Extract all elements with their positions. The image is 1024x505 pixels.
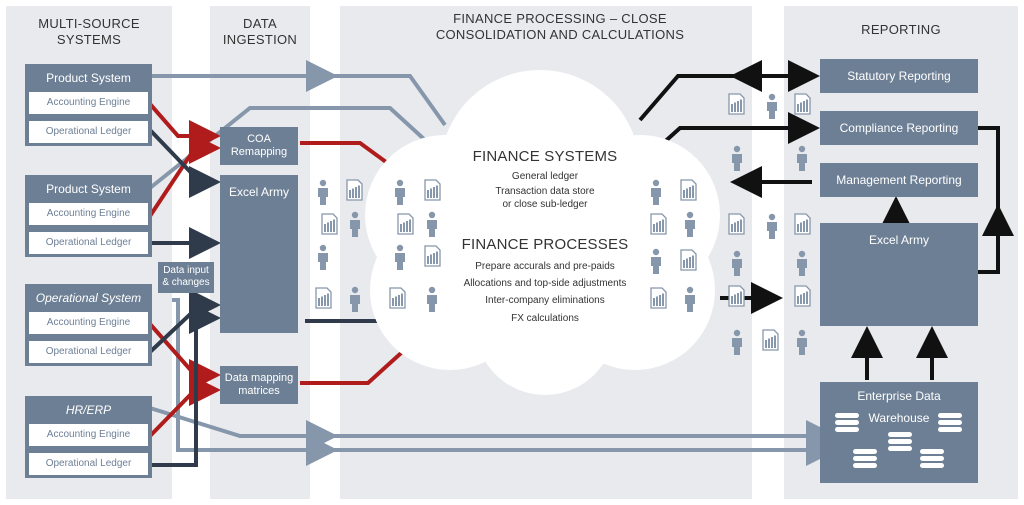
- document-icon: [321, 213, 338, 235]
- document-icon: [389, 287, 406, 309]
- accounting-engine: Accounting Engine: [29, 424, 148, 446]
- person-icon: [395, 244, 405, 270]
- document-icon: [680, 179, 697, 201]
- person-icon: [767, 93, 777, 119]
- source-operational-system[interactable]: Operational System Accounting Engine Ope…: [25, 284, 152, 366]
- source-product-system-1[interactable]: Product System Accounting Engine Operati…: [25, 64, 152, 146]
- source-title: Operational System: [35, 291, 142, 305]
- edw-label: Enterprise Data Warehouse: [857, 389, 941, 425]
- person-icon: [651, 248, 661, 274]
- document-icon: [346, 179, 363, 201]
- person-icon: [767, 213, 777, 239]
- operational-ledger: Operational Ledger: [29, 121, 148, 143]
- person-icon: [395, 179, 405, 205]
- person-icon: [797, 250, 807, 276]
- person-icon: [685, 286, 695, 312]
- person-icon: [427, 211, 437, 237]
- finance-process-item: FX calculations: [511, 313, 579, 324]
- finance-process-item: Prepare accurals and pre-paids: [475, 261, 615, 272]
- sources-column-title: MULTI-SOURCE SYSTEMS: [38, 16, 140, 47]
- source-title: Product System: [46, 71, 131, 85]
- ingestion-column-title: DATA INGESTION: [222, 16, 298, 47]
- source-title: HR/ERP: [65, 403, 112, 417]
- source-title: Product System: [46, 182, 131, 196]
- document-icon: [397, 213, 414, 235]
- person-icon: [685, 211, 695, 237]
- person-icon: [732, 329, 742, 355]
- statutory-reporting-box[interactable]: Statutory Reporting: [820, 59, 978, 93]
- finance-process-item: Allocations and top-side adjustments: [463, 278, 627, 289]
- person-icon: [797, 145, 807, 171]
- ingestion-excel-army-box[interactable]: Excel Army: [220, 175, 298, 333]
- processing-column-title: FINANCE PROCESSING – CLOSE CONSOLIDATION…: [435, 11, 685, 42]
- data-input-note: Data input & changes: [158, 262, 214, 293]
- document-icon: [424, 179, 441, 201]
- document-icon: [650, 287, 667, 309]
- operational-ledger: Operational Ledger: [29, 341, 148, 363]
- excel-army-label: Excel Army: [228, 185, 289, 199]
- document-icon: [794, 285, 811, 307]
- finance-systems-item: Transaction data store or close sub-ledg…: [495, 186, 595, 210]
- document-icon: [728, 93, 745, 115]
- reporting-excel-army-box[interactable]: Excel Army: [820, 223, 978, 326]
- document-icon: [728, 213, 745, 235]
- compliance-reporting-box[interactable]: Compliance Reporting: [820, 111, 978, 145]
- database-icon: [835, 413, 859, 432]
- source-hr-erp[interactable]: HR/ERP Accounting Engine Operational Led…: [25, 396, 152, 478]
- excel-army-label: Excel Army: [868, 233, 929, 247]
- database-icon: [938, 413, 962, 432]
- data-mapping-box[interactable]: Data mapping matrices: [220, 366, 298, 404]
- finance-processes-title: FINANCE PROCESSES: [461, 236, 629, 253]
- database-icon: [853, 449, 877, 468]
- person-icon: [427, 286, 437, 312]
- source-product-system-2[interactable]: Product System Accounting Engine Operati…: [25, 175, 152, 257]
- finance-systems-item: General ledger: [511, 171, 579, 182]
- document-icon: [728, 285, 745, 307]
- finance-systems-title: FINANCE SYSTEMS: [472, 148, 618, 165]
- document-icon: [680, 249, 697, 271]
- operational-ledger: Operational Ledger: [29, 232, 148, 254]
- document-icon: [650, 213, 667, 235]
- accounting-engine: Accounting Engine: [29, 312, 148, 334]
- person-icon: [732, 145, 742, 171]
- accounting-engine: Accounting Engine: [29, 92, 148, 114]
- person-icon: [732, 250, 742, 276]
- document-icon: [762, 329, 779, 351]
- finance-cloud: [365, 70, 720, 395]
- database-icon: [920, 449, 944, 468]
- operational-ledger: Operational Ledger: [29, 453, 148, 475]
- document-icon: [315, 287, 332, 309]
- document-icon: [794, 213, 811, 235]
- reporting-column-title: REPORTING: [861, 22, 941, 37]
- finance-process-item: Inter-company eliminations: [485, 295, 605, 306]
- coa-remapping-box[interactable]: COA Remapping: [220, 127, 298, 165]
- database-icon: [888, 432, 912, 451]
- document-icon: [794, 93, 811, 115]
- person-icon: [651, 179, 661, 205]
- person-icon: [797, 329, 807, 355]
- management-reporting-box[interactable]: Management Reporting: [820, 163, 978, 197]
- document-icon: [424, 245, 441, 267]
- person-icon: [318, 179, 328, 205]
- database-icons: [835, 413, 962, 468]
- accounting-engine: Accounting Engine: [29, 203, 148, 225]
- person-icon: [318, 244, 328, 270]
- person-icon: [350, 286, 360, 312]
- person-icon: [350, 211, 360, 237]
